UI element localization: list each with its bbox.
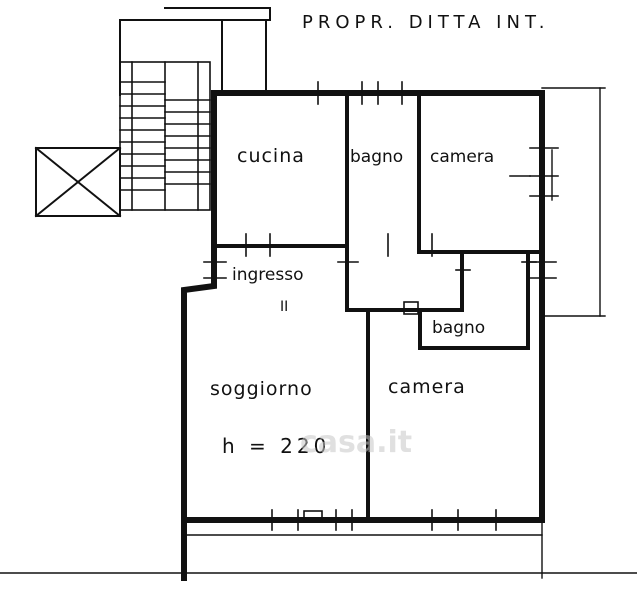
room-label-bagno-small: bagno bbox=[432, 318, 486, 338]
room-label-camera-bottom: camera bbox=[388, 376, 466, 398]
neighbour-outline bbox=[119, 7, 271, 96]
room-label-cucina: cucina bbox=[237, 145, 305, 167]
ceiling-height-note: h = 220 bbox=[222, 434, 331, 458]
exterior-walls bbox=[181, 90, 545, 581]
room-label-camera-top: camera bbox=[430, 147, 495, 167]
room-label-bagno-top: bagno bbox=[350, 147, 404, 167]
opening-ticks bbox=[203, 81, 559, 531]
room-label-ingresso: ingresso bbox=[232, 265, 304, 285]
ingresso-mark: II bbox=[280, 299, 289, 315]
fixtures bbox=[303, 301, 419, 522]
staircase bbox=[119, 61, 211, 211]
elevator-shaft bbox=[34, 146, 122, 218]
dimension-lines bbox=[0, 87, 637, 581]
property-header: PROPR. DITTA INT. bbox=[302, 12, 550, 33]
watermark: casa.it bbox=[300, 425, 413, 460]
room-label-soggiorno: soggiorno bbox=[210, 378, 313, 400]
